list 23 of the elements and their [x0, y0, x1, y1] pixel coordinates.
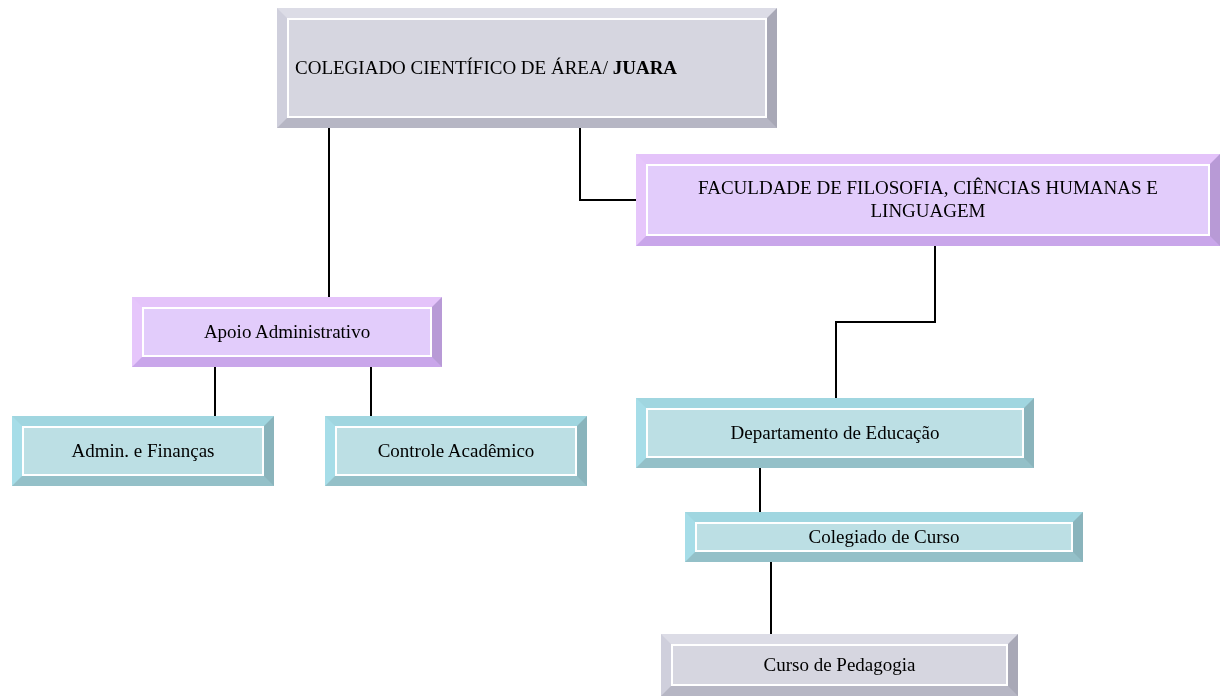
org-unit-box: [325, 416, 587, 486]
unit-name: Departamento de Educação: [729, 421, 941, 445]
connector-line: [214, 366, 216, 417]
org-unit-box: [636, 398, 1034, 468]
org-unit-box: [661, 634, 1018, 696]
unit-name: Controle Acadêmico: [376, 439, 536, 463]
unit-name: Apoio Administrativo: [202, 320, 372, 344]
org-unit-box: [132, 297, 442, 367]
org-unit-box: [12, 416, 274, 486]
unit-name: FACULDADE DE FILOSOFIA, CIÊNCIAS HUMANAS E LINGUAGEM: [697, 177, 1159, 223]
connector-line: [579, 127, 637, 201]
org-unit-box: [685, 512, 1083, 562]
unit-name: COLEGIADO CIENTÍFICO DE ÁREA/ JUARA: [294, 56, 679, 80]
connector-line: [770, 561, 772, 635]
unit-name: Colegiado de Curso: [807, 525, 961, 549]
unit-name: Curso de Pedagogia: [762, 653, 917, 677]
org-unit-box: [636, 154, 1220, 246]
connector-line: [759, 467, 761, 513]
connector-line: [835, 245, 936, 399]
connector-line: [370, 366, 372, 417]
connector-line: [328, 127, 330, 298]
org-unit-box: [277, 8, 777, 128]
unit-name: Admin. e Finanças: [70, 439, 216, 463]
